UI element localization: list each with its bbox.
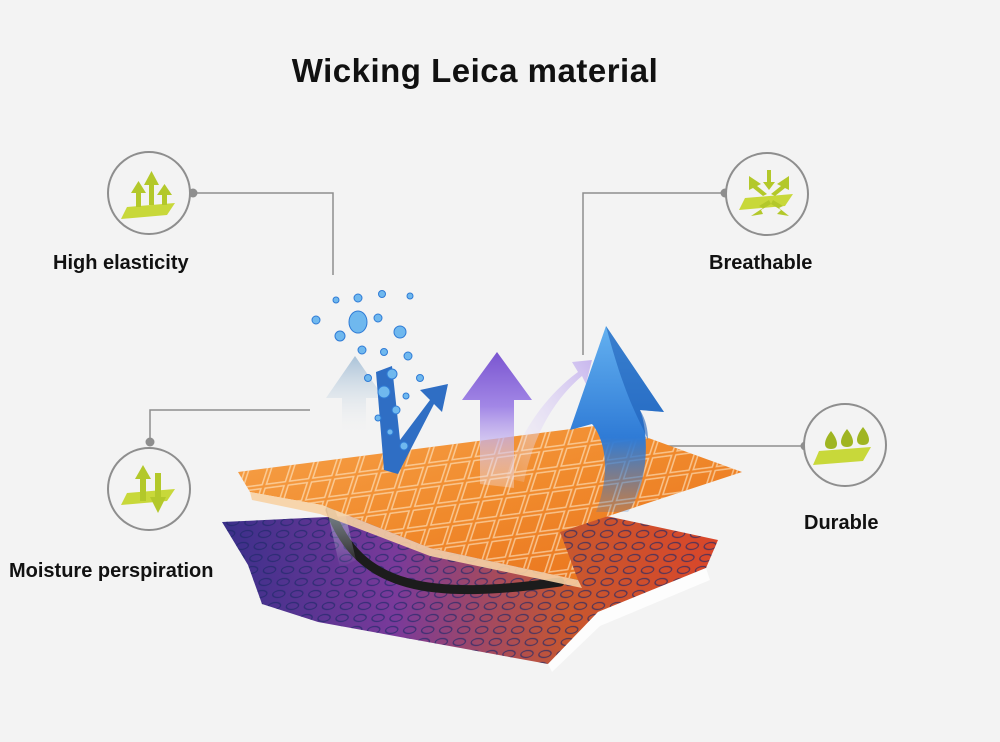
vapor-arrow [326,356,384,436]
moisture-arrow [376,366,448,474]
breathable-arrow [570,326,664,512]
air-arrow [506,360,592,482]
leader-lines [149,192,805,470]
water-droplets [311,290,424,451]
page-title: Wicking Leica material [291,52,659,89]
moisture-icon [107,447,191,531]
heat-arrow [462,352,532,488]
breathable-icon [725,152,809,236]
durable-label: Durable [804,512,879,534]
breathable-label: Breathable [709,252,813,274]
durable-icon [803,403,887,487]
elasticity-label: High elasticity [53,252,189,274]
elasticity-icon [107,151,191,235]
moisture-label: Moisture perspiration [9,560,214,582]
